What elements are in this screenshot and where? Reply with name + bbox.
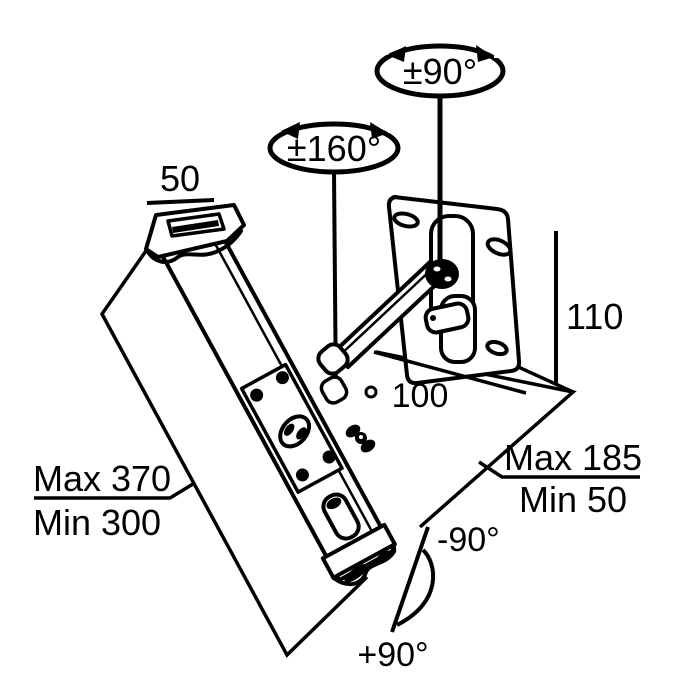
cw-arrowhead — [476, 45, 494, 62]
adjust-knob — [278, 414, 312, 449]
top-clamp-lip — [145, 229, 243, 264]
ccw-arrowhead — [387, 46, 406, 62]
bracket-body — [156, 217, 397, 587]
rotation-indicator-elbow — [266, 116, 404, 175]
dim-line-100 — [373, 350, 527, 395]
tab-screw — [430, 315, 436, 321]
wall-pivot-knob — [425, 259, 459, 289]
extension-leader-line — [478, 460, 640, 479]
tilt-arc — [396, 548, 435, 627]
top-clamp — [144, 203, 246, 264]
knob-slot — [283, 423, 295, 436]
arrow-gap — [266, 116, 282, 131]
dimension-lines — [34, 198, 640, 658]
arrow-gap — [372, 39, 389, 55]
screw — [250, 388, 264, 402]
dim-line-50 — [146, 198, 215, 205]
label-extension-max: Max 185 — [504, 437, 642, 478]
wing-bolt-highlight — [359, 435, 363, 439]
label-tilt-down: +90° — [357, 636, 428, 674]
arrow-gap — [388, 118, 404, 133]
length-extent-lines — [99, 246, 369, 658]
label-arm-length: 100 — [392, 377, 449, 415]
cw-arrowhead — [370, 122, 388, 139]
pivot-tab — [423, 301, 471, 335]
rotation-ellipse — [267, 121, 401, 175]
label-plate-height: 110 — [566, 296, 623, 337]
slot-bolt — [326, 497, 342, 510]
joints — [316, 259, 459, 453]
knob-slot — [296, 427, 307, 440]
pivot-highlight — [444, 276, 452, 282]
elbow-screw — [364, 385, 378, 399]
mounting-hole — [485, 339, 509, 357]
wall-plate-group — [386, 195, 522, 386]
pivot-highlight — [433, 266, 441, 272]
label-rotation-wall: ±90° — [403, 51, 477, 92]
label-clamp-width: 50 — [160, 158, 200, 199]
arrow-gap — [494, 42, 511, 58]
tilt-axis-line — [390, 526, 430, 633]
clamp-pad — [344, 564, 368, 583]
label-length-max: Max 370 — [33, 458, 171, 499]
mounting-hole — [392, 211, 420, 229]
mounting-hole — [485, 237, 513, 257]
rotation-indicator-wall — [372, 39, 511, 99]
label-rotation-elbow: ±160° — [287, 128, 381, 169]
top-clamp-pad — [172, 220, 219, 233]
screw — [275, 371, 289, 385]
rotation-ellipse — [374, 43, 506, 99]
elbow-knuckle-lower — [319, 375, 349, 405]
elbow-knuckle — [316, 342, 350, 376]
screw — [295, 468, 309, 482]
screw — [322, 450, 336, 464]
labels: ±90° ±160° 50 110 100 Max 370 Min 300 Ma… — [33, 51, 642, 674]
bottom-clamp-band — [320, 522, 397, 580]
ccw-arrowhead — [281, 122, 300, 139]
clamp-pad — [375, 550, 392, 564]
arm-edge-line — [337, 266, 435, 358]
label-extension-min: Min 50 — [519, 479, 627, 520]
label-tilt-up: -90° — [437, 521, 500, 559]
length-leader-line — [34, 482, 194, 500]
label-length-min: Min 300 — [33, 502, 161, 543]
